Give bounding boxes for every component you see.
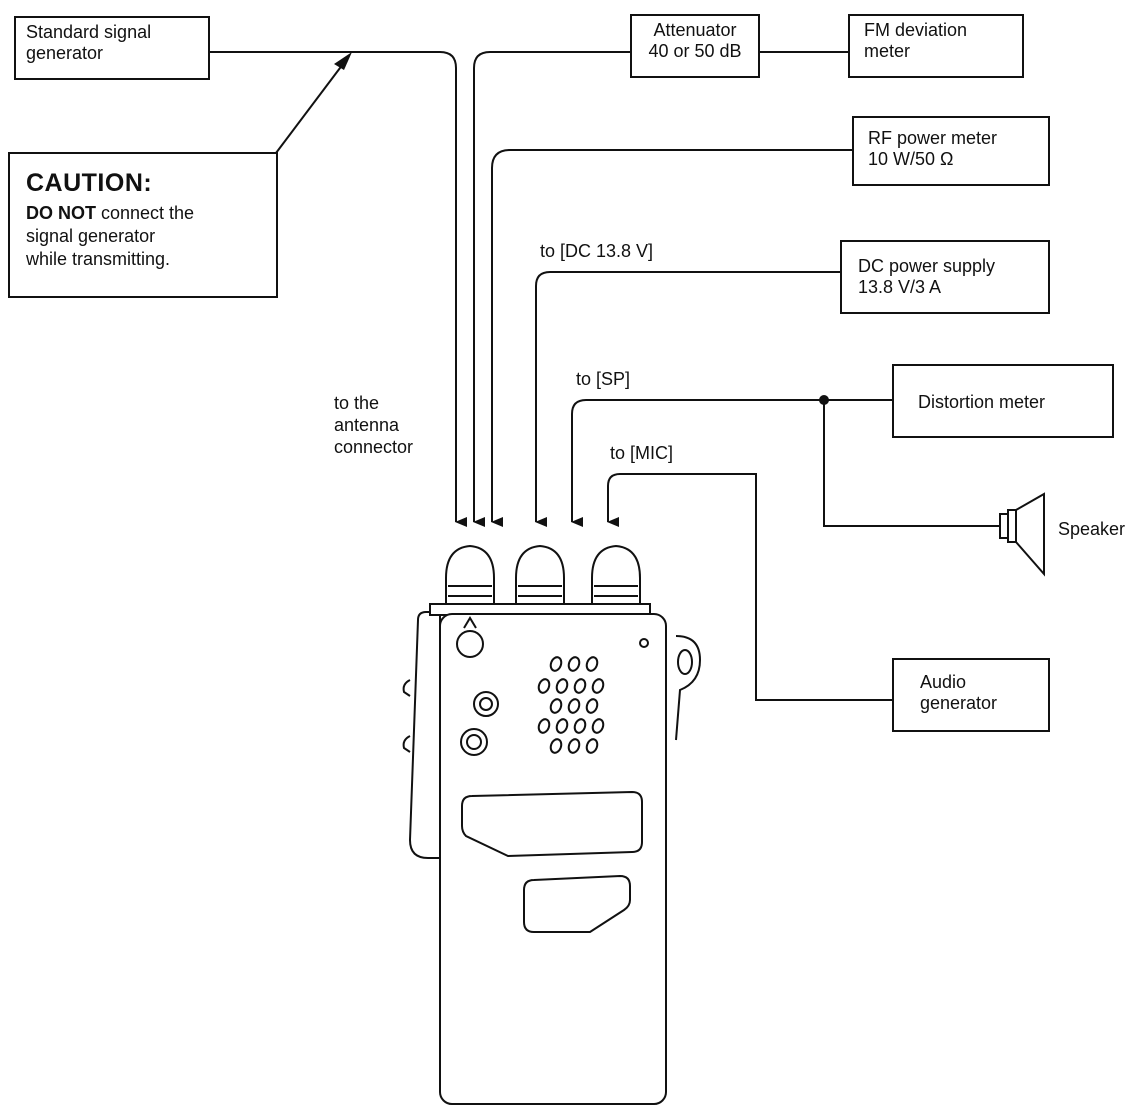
antenna-label-line3: connector (334, 437, 414, 457)
audio-generator-label-line1: Audio (920, 672, 967, 692)
caution-line2: signal generator (26, 226, 156, 246)
sp-cable (571, 399, 892, 527)
attenuator-label-line2: 40 or 50 dB (648, 41, 742, 61)
caution-line1: DO NOT connect the (26, 202, 260, 225)
signal-generator-box: Standard signal generator (14, 16, 210, 80)
speaker-icon (999, 492, 1045, 577)
rf-power-meter-box: RF power meter 10 W/50 Ω (852, 116, 1050, 186)
dc-power-cable (535, 271, 840, 527)
speaker-cable (823, 400, 1000, 527)
caution-emphasis: DO NOT (26, 203, 96, 223)
mic-label: to [MIC] (610, 443, 674, 463)
antenna-connector-label: to the antenna connector (334, 392, 413, 458)
transceiver-illustration (402, 544, 702, 1105)
rf-power-meter-label-line2: 10 W/50 Ω (868, 149, 954, 169)
audio-generator-label-line2: generator (920, 693, 998, 713)
attenuator-label-line1: Attenuator (653, 20, 737, 40)
speaker-label: Speaker (1058, 519, 1126, 539)
attenuator-box: Attenuator 40 or 50 dB (630, 14, 760, 78)
rf-power-meter-cable (491, 149, 852, 527)
antenna-label-line1: to the (334, 393, 380, 413)
caution-box: CAUTION: DO NOT connect the signal gener… (8, 152, 278, 298)
attenuator-cable (473, 51, 630, 527)
rf-power-meter-label-line1: RF power meter (868, 128, 998, 148)
signal-generator-label-line1: Standard signal (26, 22, 152, 42)
caution-pointer-head (334, 52, 352, 70)
sp-label: to [SP] (576, 369, 631, 389)
fm-deviation-meter-label-line2: meter (864, 41, 911, 61)
signal-generator-cable (208, 51, 467, 527)
distortion-meter-label: Distortion meter (918, 392, 1046, 412)
signal-generator-label-line2: generator (26, 43, 104, 63)
caution-body: DO NOT connect the signal generator whil… (26, 202, 260, 271)
distortion-meter-box: Distortion meter (892, 364, 1114, 438)
caution-line3: while transmitting. (26, 249, 171, 269)
audio-generator-box: Audio generator (892, 658, 1050, 732)
dc-input-label: to [DC 13.8 V] (540, 241, 654, 261)
caution-line1-rest: connect the (96, 203, 195, 223)
antenna-label-line2: antenna (334, 415, 400, 435)
dc-power-supply-label-line2: 13.8 V/3 A (858, 277, 942, 297)
caution-title: CAUTION: (26, 169, 153, 197)
fm-deviation-meter-box: FM deviation meter (848, 14, 1024, 78)
fm-deviation-meter-label-line1: FM deviation (864, 20, 968, 40)
dc-power-supply-label-line1: DC power supply (858, 256, 996, 276)
junction-dot (819, 395, 829, 405)
mic-cable (607, 473, 892, 701)
dc-power-supply-box: DC power supply 13.8 V/3 A (840, 240, 1050, 314)
caution-pointer (275, 59, 347, 154)
